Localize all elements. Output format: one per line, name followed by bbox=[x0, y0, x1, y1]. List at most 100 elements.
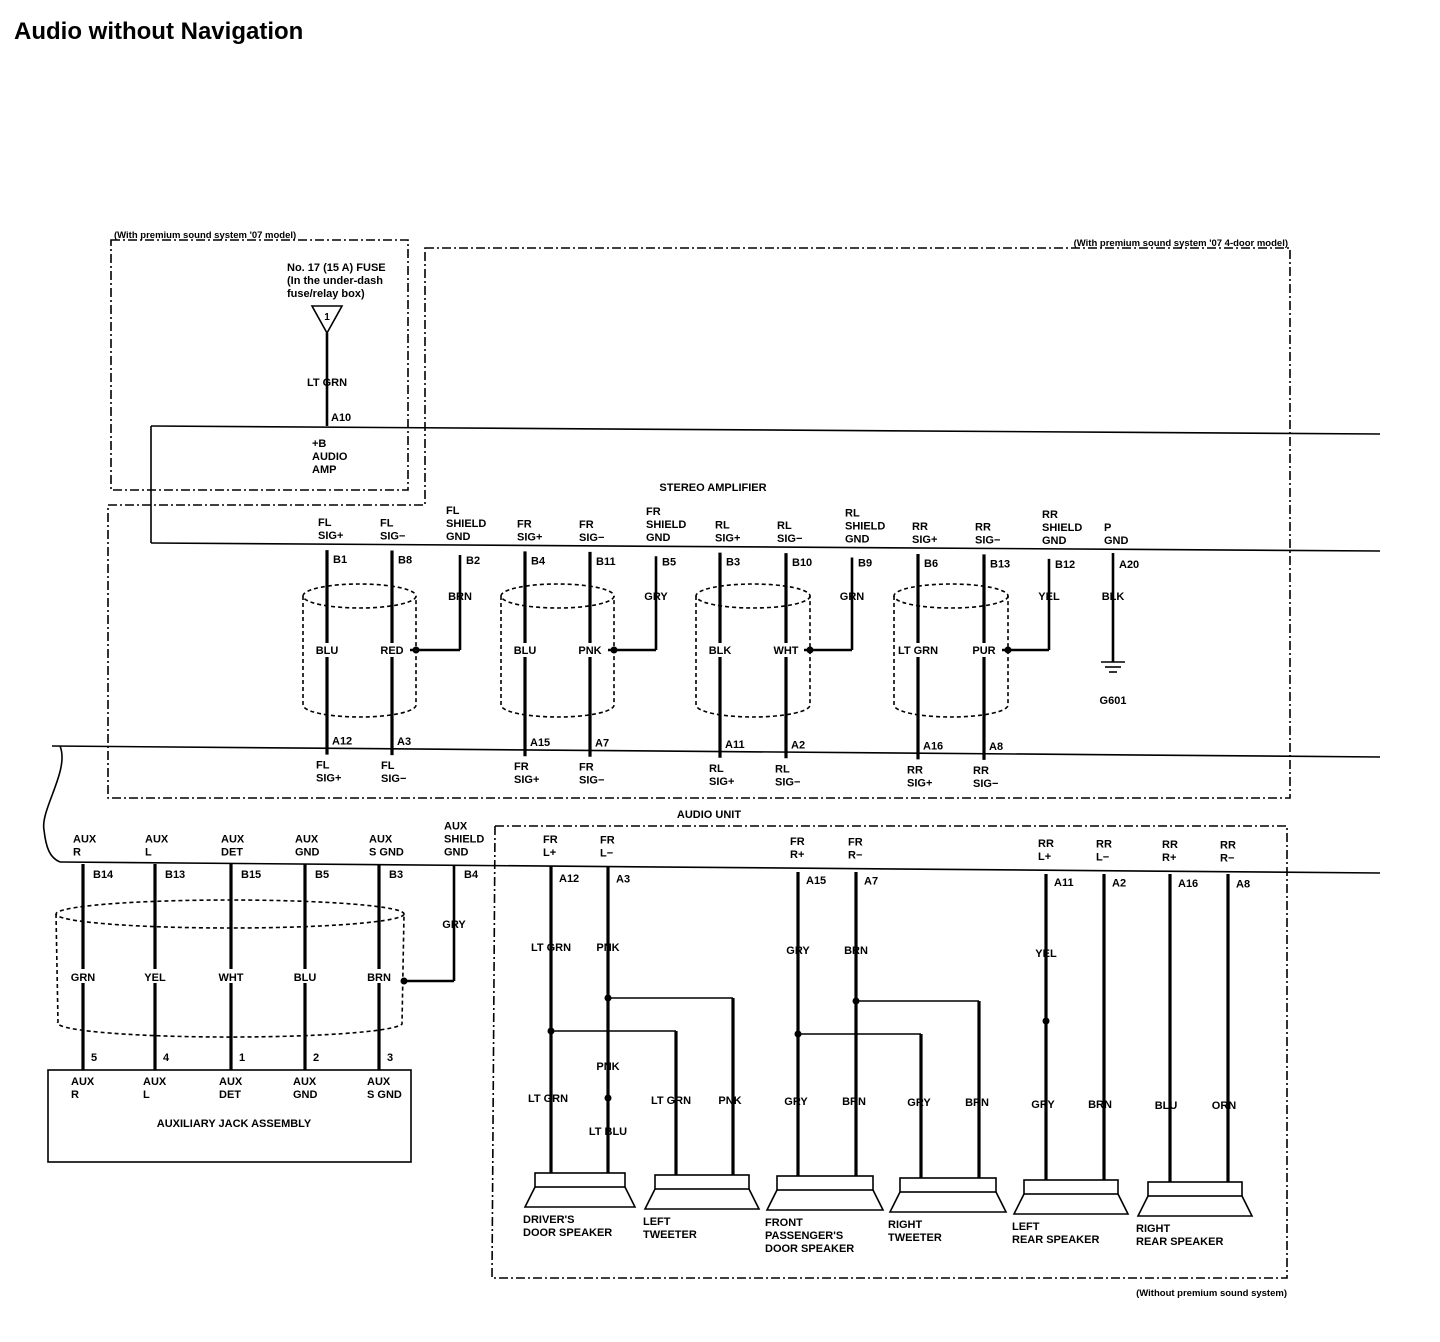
speaker-terminal-5-line-2: L− bbox=[1096, 852, 1109, 864]
speaker-terminal-2-line-1: FR bbox=[790, 836, 805, 848]
aux-pin-1: B13 bbox=[165, 869, 185, 881]
speaker-3-label-line-2: TWEETER bbox=[888, 1232, 942, 1244]
amp-terminal-4-line-2: SIG− bbox=[579, 532, 604, 544]
aux-wire-color-5: GRY bbox=[442, 919, 466, 931]
amp-terminal-6-line-1: RL bbox=[715, 520, 730, 532]
wire-label: LT BLU bbox=[589, 1126, 627, 1138]
premium-07-model-boundary bbox=[110, 239, 409, 491]
amp-terminal-1-line-1: FL bbox=[380, 517, 394, 529]
amp-top-terminals: FLSIG+B1FLSIG−B8FLSHIELDGNDB2FRSIG+B4FRS… bbox=[318, 505, 1139, 571]
amp-bottom-pin-0: A12 bbox=[332, 736, 352, 748]
speaker-terminal-4-line-1: RR bbox=[1038, 838, 1054, 850]
aux-terminal-3-line-1: AUX bbox=[295, 834, 319, 846]
amp-pin-6: B3 bbox=[726, 557, 740, 569]
aux-terminal-3-line-2: GND bbox=[295, 847, 320, 859]
speaker-wire-labels: LT GRN PNK GRY BRN YEL PNK LT GRN LT BLU… bbox=[528, 942, 1236, 1138]
amp-bottom-terminal-3-line-2: SIG− bbox=[579, 775, 604, 787]
amp-terminal-2-line-1: FL bbox=[446, 505, 460, 517]
amp-pin-9: B6 bbox=[924, 558, 938, 570]
amp-terminal-10-line-1: RR bbox=[975, 521, 991, 533]
wire-label: BLU bbox=[1155, 1100, 1178, 1112]
premium-4door-note: (With premium sound system '07 4-door mo… bbox=[1074, 238, 1288, 249]
jack-pin-2: 1 bbox=[239, 1052, 245, 1064]
amp-terminal-7-line-1: RL bbox=[777, 520, 792, 532]
amp-terminal-6-line-2: SIG+ bbox=[715, 533, 740, 545]
amp-terminal-0-line-1: FL bbox=[318, 517, 332, 529]
amp-terminal-9-line-1: RR bbox=[912, 521, 928, 533]
fuse: No. 17 (15 A) FUSE (In the under-dash fu… bbox=[287, 262, 386, 426]
amp-terminal-5-line-1: FR bbox=[646, 506, 661, 518]
fuse-label-line-2: (In the under-dash bbox=[287, 275, 383, 287]
speaker-1-label-line-1: LEFT bbox=[643, 1216, 671, 1228]
aux-terminal-5-line-3: GND bbox=[444, 847, 469, 859]
jack-terminal-1-line-1: AUX bbox=[143, 1076, 167, 1088]
amp-terminal-8-line-2: SHIELD bbox=[845, 520, 885, 532]
aux-pin-5: B4 bbox=[464, 869, 479, 881]
amp-pin-1: B8 bbox=[398, 555, 412, 567]
speaker-terminal-4-line-2: L+ bbox=[1038, 851, 1051, 863]
speaker-terminal-0-line-1: FR bbox=[543, 834, 558, 846]
fuse-label-line-1: No. 17 (15 A) FUSE bbox=[287, 262, 386, 274]
aux-jack-label: AUXILIARY JACK ASSEMBLY bbox=[157, 1118, 312, 1130]
fuse-symbol bbox=[310, 305, 344, 335]
speaker-terminal-1-line-1: FR bbox=[600, 835, 615, 847]
amp-wire-color-2: BRN bbox=[448, 591, 472, 603]
amp-bottom-pin-2: A15 bbox=[530, 737, 550, 749]
amp-terminal-11-line-1: RR bbox=[1042, 509, 1058, 521]
fuse-label-line-3: fuse/relay box) bbox=[287, 288, 365, 300]
speaker-pin-3: A7 bbox=[864, 876, 878, 888]
speaker-4-label-line-2: REAR SPEAKER bbox=[1012, 1234, 1099, 1246]
amp-pin-11: B12 bbox=[1055, 559, 1075, 571]
aux-pin-3: B5 bbox=[315, 869, 329, 881]
amp-wire-color-11: YEL bbox=[1038, 591, 1060, 603]
amp-bottom-edge bbox=[51, 745, 1381, 758]
amp-terminal-8-line-1: RL bbox=[845, 507, 860, 519]
aux-wire-color-2: WHT bbox=[218, 972, 243, 984]
wire-label: BRN bbox=[844, 945, 868, 957]
amp-terminal-8-line-3: GND bbox=[845, 533, 870, 545]
amp-terminal-4-line-1: FR bbox=[579, 519, 594, 531]
aux-terminal-4-line-2: S GND bbox=[369, 847, 404, 859]
aux-terminal-0-line-1: AUX bbox=[73, 834, 97, 846]
aux-terminal-2-line-1: AUX bbox=[221, 834, 245, 846]
amp-terminal-5-line-2: SHIELD bbox=[646, 519, 686, 531]
speaker-2-label-line-1: FRONT bbox=[765, 1217, 803, 1229]
amp-terminal-11-line-3: GND bbox=[1042, 535, 1067, 547]
jack-terminal-2-line-1: AUX bbox=[219, 1076, 243, 1088]
wire-label: PNK bbox=[596, 1061, 619, 1073]
amp-pin-10: B13 bbox=[990, 558, 1010, 570]
amp-wire-color-4: PNK bbox=[578, 645, 601, 657]
amp-terminal-3-line-2: SIG+ bbox=[517, 531, 542, 543]
wire-label: GRY bbox=[784, 1096, 808, 1108]
amp-pin-0: B1 bbox=[333, 554, 347, 566]
aux-pin-2: B15 bbox=[241, 869, 261, 881]
speaker-pin-4: A11 bbox=[1054, 877, 1074, 889]
amp-bottom-terminal-2-line-1: FR bbox=[514, 761, 529, 773]
amp-wire-color-3: BLU bbox=[514, 645, 537, 657]
jack-terminal-1-line-2: L bbox=[143, 1089, 150, 1101]
amp-bottom-terminal-2-line-2: SIG+ bbox=[514, 774, 539, 786]
amp-pin-3: B4 bbox=[531, 555, 546, 567]
amp-bottom-pin-1: A3 bbox=[397, 736, 411, 748]
amp-terminal-11-line-2: SHIELD bbox=[1042, 522, 1082, 534]
wire-label: LT GRN bbox=[651, 1095, 691, 1107]
stereo-amplifier: +B AUDIO AMP STEREO AMPLIFIER FLSIG+B1FL… bbox=[51, 425, 1381, 790]
amp-bottom-terminal-1-line-2: SIG− bbox=[381, 773, 406, 785]
jack-terminal-2-line-2: DET bbox=[219, 1089, 241, 1101]
amp-bottom-terminal-5-line-2: SIG− bbox=[775, 776, 800, 788]
speaker-pin-2: A15 bbox=[806, 875, 826, 887]
aux-pin-4: B3 bbox=[389, 869, 403, 881]
ground-g601: G601 bbox=[1100, 553, 1126, 707]
speaker-pin-7: A8 bbox=[1236, 879, 1250, 891]
amp-bottom-terminal-4-line-2: SIG+ bbox=[709, 776, 734, 788]
jack-terminal-4-line-1: AUX bbox=[367, 1076, 391, 1088]
wire-label: GRY bbox=[786, 945, 810, 957]
wire-label: PNK bbox=[596, 942, 619, 954]
amp-terminal-5-line-3: GND bbox=[646, 532, 671, 544]
amp-bottom-pin-7: A8 bbox=[989, 741, 1003, 753]
amp-terminal-1-line-2: SIG− bbox=[380, 530, 405, 542]
amp-power-line-1: +B bbox=[312, 438, 326, 450]
